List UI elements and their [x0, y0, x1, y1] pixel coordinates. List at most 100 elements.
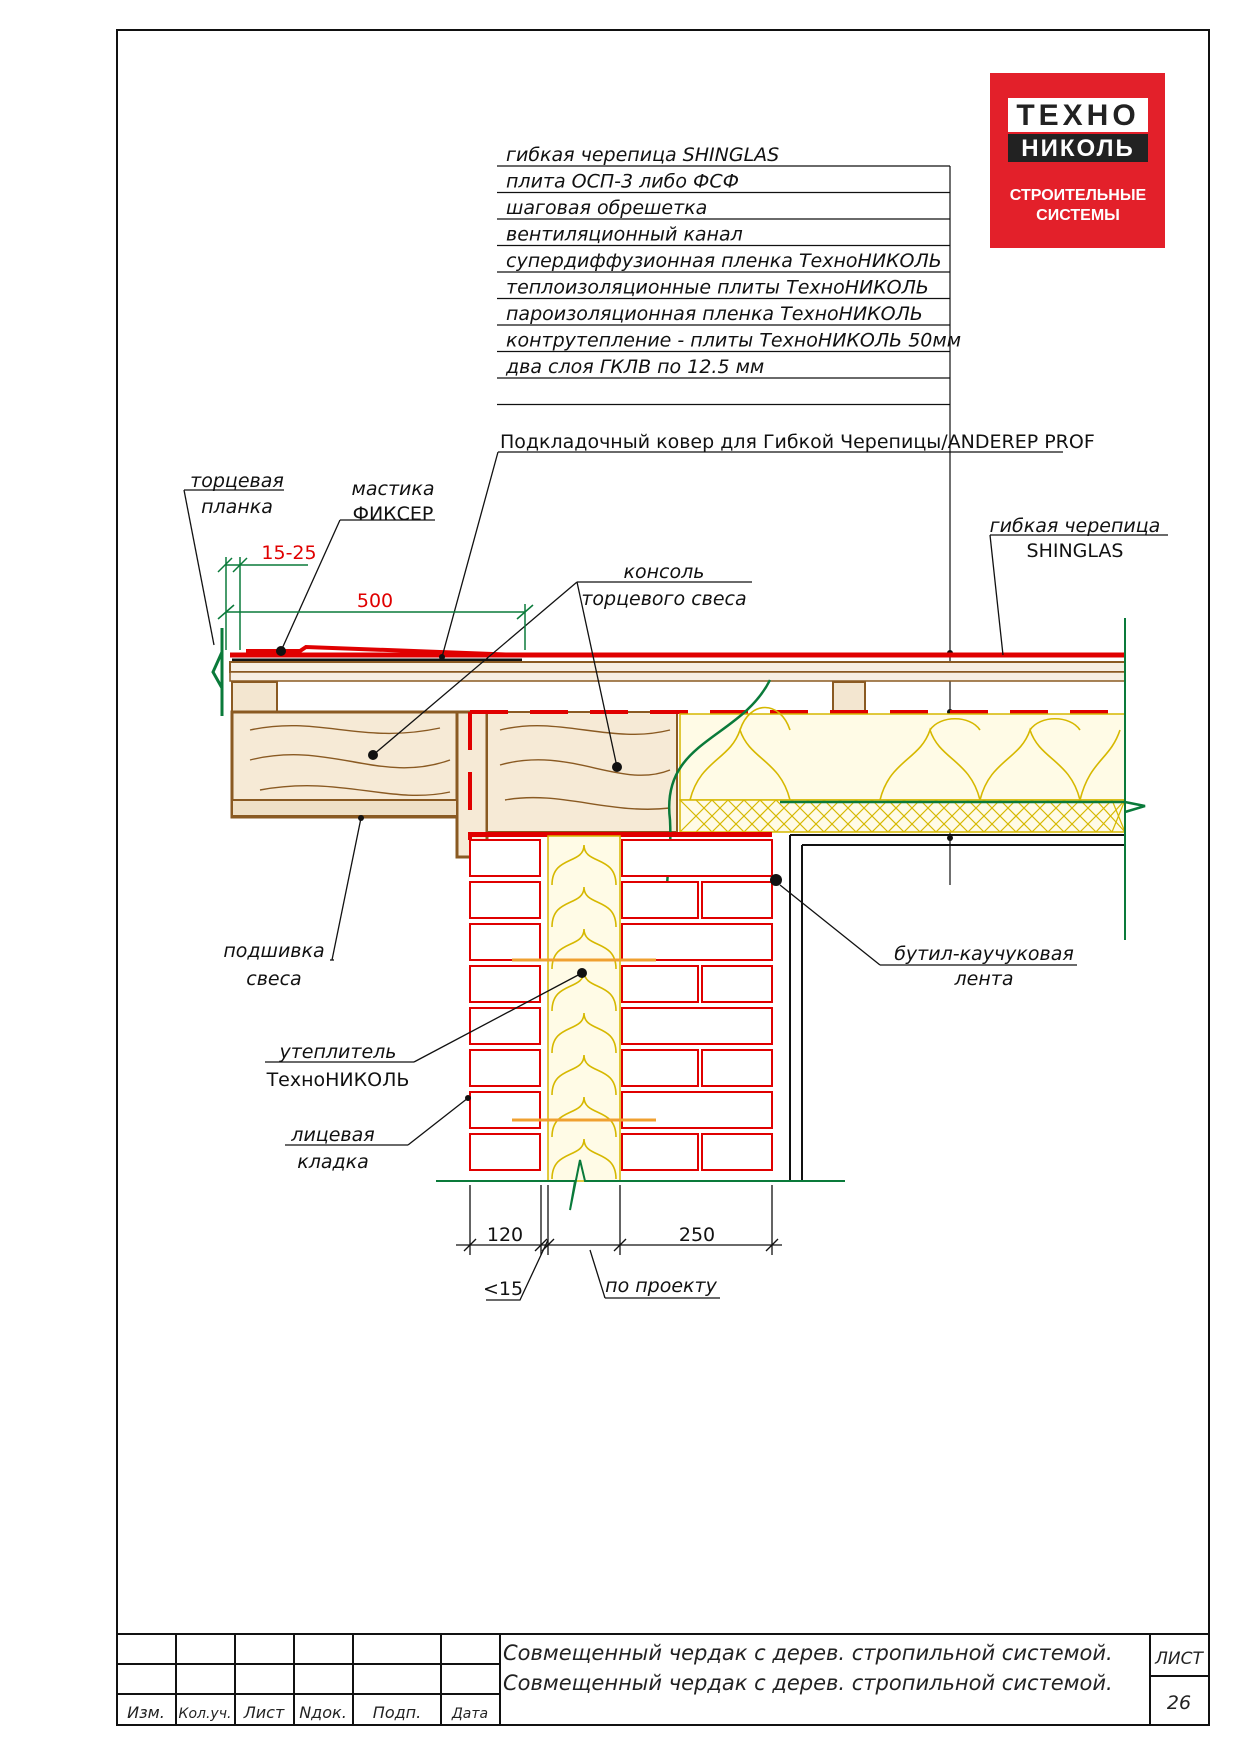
- counter-insulation-hatch: [679, 799, 1126, 833]
- mastic-fixer: [246, 644, 521, 657]
- facing-brick: [469, 923, 541, 961]
- legend-row-label: два слоя ГКЛВ по 12.5 мм: [505, 356, 764, 378]
- butyl-label-2: лента: [954, 968, 1014, 990]
- per-project-label: по проекту: [605, 1275, 717, 1297]
- col-koluch: Кол.уч.: [179, 1706, 232, 1722]
- wall-brick: [701, 881, 773, 919]
- logo-line2: НИКОЛЬ: [1021, 135, 1134, 162]
- hatch-line: [743, 799, 777, 833]
- wall-top-red: [470, 832, 772, 837]
- end-plank-label-1: торцевая: [190, 470, 284, 492]
- insulation-wave: [551, 928, 617, 970]
- hatch-line: [855, 799, 889, 833]
- layer-legend: гибкая черепица SHINGLAS плита ОСП-3 либо…: [497, 144, 961, 406]
- hatch-line: [887, 799, 921, 833]
- hatch-line: [983, 799, 1017, 833]
- rafter-insulation: [679, 713, 1126, 801]
- hatch-line: [999, 799, 1033, 833]
- insulation-wave: [551, 1138, 617, 1180]
- hatch-line: [1079, 799, 1113, 833]
- dimension-lines: [217, 557, 534, 650]
- end-plank-label-2: планка: [201, 496, 273, 518]
- hatch-line: [871, 799, 905, 833]
- osb-deck: [229, 661, 1126, 673]
- wall-bricks: [621, 839, 773, 1171]
- wall-brick: [621, 881, 699, 919]
- underlay-label: Подкладочный ковер для Гибкой Черепицы/A…: [500, 431, 1095, 453]
- hatch-line: [759, 799, 793, 833]
- hatch-line: [791, 799, 825, 833]
- insulation-wave: [551, 886, 617, 928]
- wall-dimension-lines: [456, 1185, 782, 1255]
- hatch-line: [839, 799, 873, 833]
- technonicol-logo: ТЕХНО НИКОЛЬ СТРОИТЕЛЬНЫЕ СИСТЕМЫ: [990, 73, 1165, 248]
- sheet-frame: [116, 29, 1210, 1726]
- hatch-line: [775, 799, 809, 833]
- hatch-line: [695, 799, 729, 833]
- wall-brick: [701, 1049, 773, 1087]
- batten-layer: [229, 671, 1126, 682]
- insulation-label-2: ТехноНИКОЛЬ: [266, 1069, 410, 1091]
- logo-line4: СИСТЕМЫ: [1036, 207, 1120, 224]
- gap-label: <15: [483, 1278, 523, 1300]
- hatch-line: [967, 799, 1001, 833]
- hatch-line: [919, 799, 953, 833]
- wall-brick: [621, 1091, 773, 1129]
- col-izm: Изм.: [127, 1703, 165, 1722]
- batten-left: [231, 681, 278, 715]
- wood-grain: [249, 724, 671, 810]
- legend-row-label: пароизоляционная пленка ТехноНИКОЛЬ: [506, 303, 923, 325]
- counter-insulation: [679, 799, 1126, 833]
- hatch-line: [903, 799, 937, 833]
- wall-brick: [621, 1049, 699, 1087]
- butyl-tape-marker: [770, 874, 782, 886]
- facing-brick: [469, 1133, 541, 1171]
- leader-lines: [183, 451, 1168, 1301]
- legend-row-label: вентиляционный канал: [506, 224, 743, 246]
- hatch-line: [679, 799, 713, 833]
- dim-overlap: 15-25: [261, 542, 316, 564]
- insulation-wave: [551, 1054, 617, 1096]
- col-ndok: Nдок.: [299, 1703, 347, 1722]
- logo-line1: ТЕХНО: [1016, 99, 1139, 132]
- console-label-1: консоль: [624, 561, 705, 583]
- insulation-wave: [551, 1012, 617, 1054]
- end-plank: [211, 628, 224, 716]
- hatch-line: [951, 799, 985, 833]
- wall-brick: [621, 965, 699, 1003]
- wall-brick: [621, 1133, 699, 1171]
- soffit-label-2: свеса: [246, 968, 301, 990]
- hatch-line: [823, 799, 857, 833]
- hatch-line: [1047, 799, 1081, 833]
- wall-assembly: [436, 832, 845, 1211]
- col-podp: Подп.: [373, 1703, 421, 1722]
- vapor-barrier: [780, 800, 1146, 814]
- hatch-line: [1095, 799, 1126, 833]
- butyl-label-1: бутил-каучуковая: [894, 943, 1074, 965]
- insulation-label-1: утеплитель: [278, 1041, 396, 1063]
- legend-row-label: шаговая обрешетка: [506, 197, 707, 219]
- roof-assembly: [211, 618, 1146, 1180]
- wall-brick: [701, 965, 773, 1003]
- facing-brick: [469, 1091, 541, 1129]
- sheet-label: ЛИСТ: [1154, 1649, 1204, 1669]
- shingles-label-1: гибкая черепица: [990, 515, 1161, 537]
- soffit-board: [231, 799, 458, 817]
- legend-row-label: супердиффузионная пленка ТехноНИКОЛЬ: [506, 250, 942, 272]
- facing-brick: [469, 1049, 541, 1087]
- soffit-label-1: подшивка: [223, 940, 324, 962]
- dim-length: 500: [357, 590, 393, 612]
- rafter-end: [486, 711, 678, 833]
- legend-row-label: теплоизоляционные плиты ТехноНИКОЛЬ: [506, 277, 929, 299]
- leader-dots: [358, 750, 622, 1101]
- legend-row-label: гибкая черепица SHINGLAS: [506, 144, 779, 166]
- hatch-line: [1015, 799, 1049, 833]
- wall-ties: [512, 958, 656, 1122]
- wall-brick: [621, 839, 773, 877]
- col-data: Дата: [451, 1706, 488, 1722]
- legend-row-label: плита ОСП-3 либо ФСФ: [506, 171, 739, 193]
- ground-line: [436, 1159, 845, 1211]
- mastic-label-1: мастика: [352, 478, 435, 500]
- wall-brick: [701, 1133, 773, 1171]
